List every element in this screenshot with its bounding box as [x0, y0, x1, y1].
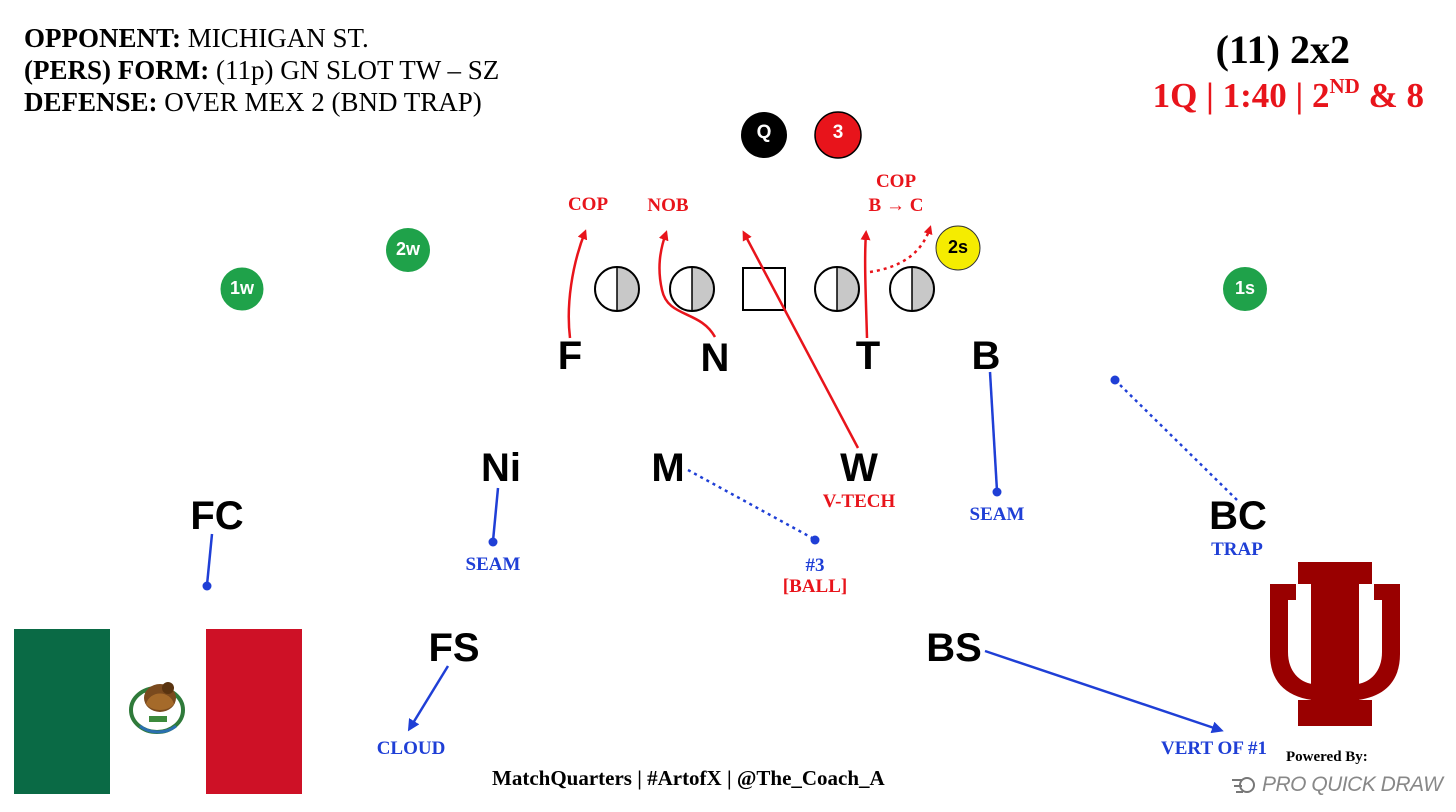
down: 2	[1312, 76, 1330, 115]
receiver-1w-label: 1w	[229, 278, 254, 298]
separator: |	[1206, 76, 1214, 115]
right-guard	[814, 266, 860, 312]
pqd-brand-text: PRO QUICK DRAW	[1262, 773, 1443, 796]
t-assignment-label: COP	[875, 171, 917, 192]
game-situation: 1Q | 1:40 | 2ND & 8	[1152, 74, 1424, 116]
ni-seam-path	[491, 487, 500, 542]
down-suffix: ND	[1329, 74, 1360, 98]
fc-path-end	[202, 581, 212, 591]
defender-bs: BS	[926, 626, 982, 670]
left-tackle	[594, 266, 640, 312]
m-assignment-ball-label: [BALL]	[782, 576, 848, 597]
game-clock: 1:40	[1222, 76, 1287, 115]
defender-n: N	[700, 336, 730, 380]
t-assignment-option-label: B → C	[868, 195, 924, 216]
f-rush-path	[567, 229, 588, 339]
defense-value: OVER MEX 2 (BND TRAP)	[164, 87, 482, 117]
receiver-2w-label: 2w	[395, 239, 420, 259]
m-assignment-label: #3	[805, 555, 825, 576]
opponent-line: OPPONENT: MICHIGAN ST.	[24, 22, 369, 54]
pqd-logo-icon	[1232, 777, 1255, 793]
formation-line: (PERS) FORM: (11p) GN SLOT TW – SZ	[24, 54, 499, 86]
separator: |	[1295, 76, 1304, 115]
b-assignment-label: SEAM	[969, 504, 1025, 525]
w-rush-path	[742, 230, 860, 449]
n-rush-path	[658, 230, 717, 338]
defense-label: DEFENSE:	[24, 87, 158, 117]
fs-assignment-label: CLOUD	[376, 738, 446, 759]
n-assignment-label: NOB	[647, 195, 689, 216]
m-match-end	[810, 535, 820, 545]
opponent-label: OPPONENT:	[24, 23, 181, 53]
left-guard	[669, 266, 715, 312]
f-assignment-label: COP	[567, 194, 609, 215]
m-match-path	[687, 468, 815, 541]
coverage-title: (11) 2x2	[1215, 27, 1350, 72]
opponent-value: MICHIGAN ST.	[187, 23, 369, 53]
right-tackle	[889, 266, 935, 312]
qb-label: Q	[756, 122, 772, 143]
iu-logo-image	[1270, 562, 1400, 726]
distance: & 8	[1368, 76, 1424, 115]
defender-m: M	[651, 446, 685, 490]
receiver-2w-marker	[386, 228, 430, 272]
defender-b: B	[971, 334, 1001, 378]
mexico-flag-image	[14, 629, 302, 794]
receiver-1s-label: 1s	[1234, 278, 1256, 298]
defender-fc: FC	[190, 494, 244, 538]
ni-seam-end	[488, 537, 498, 547]
defender-ni: Ni	[481, 446, 521, 490]
formation-label: (PERS) FORM:	[24, 55, 210, 85]
b-seam-end	[992, 487, 1002, 497]
qb-marker	[741, 112, 787, 158]
t-rush-path	[860, 230, 871, 339]
defender-t: T	[855, 334, 881, 378]
receiver-1s-marker	[1223, 267, 1267, 311]
defender-bc: BC	[1209, 494, 1267, 538]
formation-value: (11p) GN SLOT TW – SZ	[215, 55, 500, 85]
receiver-2s-label: 2s	[947, 237, 969, 257]
offensive-line	[594, 266, 935, 312]
b-seam-path	[988, 371, 999, 492]
bc-trap-path	[1115, 380, 1238, 501]
receiver-2s-marker	[935, 225, 981, 271]
footer-credits: MatchQuarters | #ArtofX | @The_Coach_A	[492, 766, 885, 790]
w-assignment-label: V-TECH	[822, 491, 896, 512]
ni-assignment-label: SEAM	[465, 554, 521, 575]
fc-path	[205, 533, 214, 586]
center	[742, 267, 786, 311]
eagle-emblem	[129, 682, 185, 734]
defender-w: W	[840, 446, 878, 490]
bs-assignment-label: VERT OF #1	[1161, 738, 1267, 759]
bc-assignment-label: TRAP	[1211, 539, 1263, 560]
quarter: 1Q	[1152, 76, 1198, 115]
defender-fs: FS	[428, 626, 480, 670]
rb-marker	[814, 111, 862, 159]
fs-cloud-path	[407, 665, 450, 732]
defender-f: F	[557, 334, 583, 378]
t-rush-option-path	[869, 225, 933, 274]
receiver-1w-marker	[219, 266, 265, 312]
defense-line: DEFENSE: OVER MEX 2 (BND TRAP)	[24, 86, 482, 118]
powered-by-label: Powered By:	[1286, 749, 1368, 765]
rb-label: 3	[832, 122, 844, 143]
bs-vert-path	[984, 649, 1224, 734]
bc-trap-end	[1110, 375, 1120, 385]
